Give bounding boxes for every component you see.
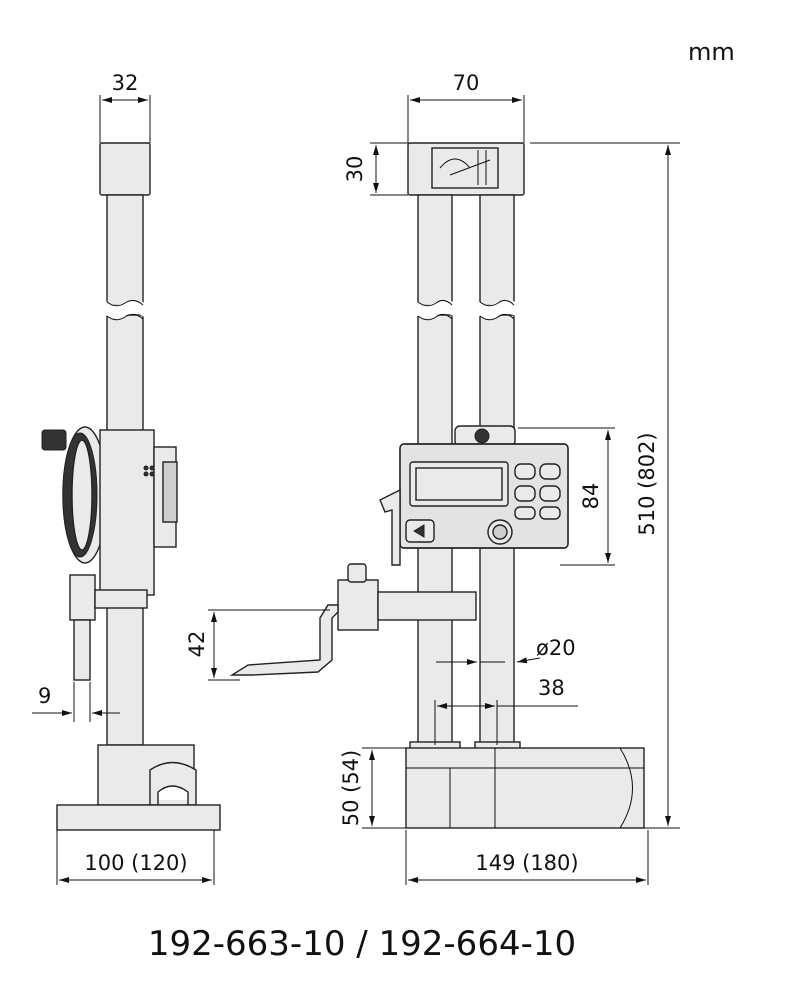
scriber-clamp — [337, 579, 379, 631]
dim-side-top-width: 32 — [112, 71, 139, 95]
dim-probe-offset: 9 — [38, 684, 51, 708]
dim-front-base-width: 149 (180) — [475, 851, 578, 875]
side-head — [99, 429, 155, 596]
front-base — [405, 747, 645, 829]
dim-total-height: 510 (802) — [635, 432, 659, 535]
front-column-left-upper — [417, 194, 453, 306]
dimension-lines — [32, 95, 680, 885]
keypad — [514, 463, 561, 520]
dim-column-spacing: 38 — [538, 676, 565, 700]
dim-top-block-height: 30 — [343, 156, 367, 183]
unit-label: mm — [688, 38, 735, 66]
front-column-right-upper — [479, 194, 515, 306]
side-probe — [73, 619, 91, 681]
dim-head-height: 84 — [579, 483, 603, 510]
dim-base-height: 50 (54) — [339, 750, 363, 827]
scriber — [229, 604, 339, 676]
front-view — [229, 142, 645, 829]
dim-column-diameter: ø20 — [536, 636, 576, 660]
side-probe-holder — [69, 574, 96, 621]
model-number: 192-663-10 / 192-664-10 — [148, 924, 576, 964]
side-column-upper — [106, 194, 144, 306]
scriber-arm — [379, 488, 401, 566]
dim-side-base-width: 100 (120) — [84, 851, 187, 875]
side-top-cap — [99, 142, 151, 196]
head-lock-screw — [474, 428, 490, 444]
dim-front-top-width: 70 — [453, 71, 480, 95]
dim-scriber-height: 42 — [185, 631, 209, 658]
dial-knob — [41, 429, 67, 451]
mitutoyo-logo-plate — [431, 147, 499, 189]
side-view — [41, 142, 221, 831]
side-base-lower — [56, 804, 221, 831]
